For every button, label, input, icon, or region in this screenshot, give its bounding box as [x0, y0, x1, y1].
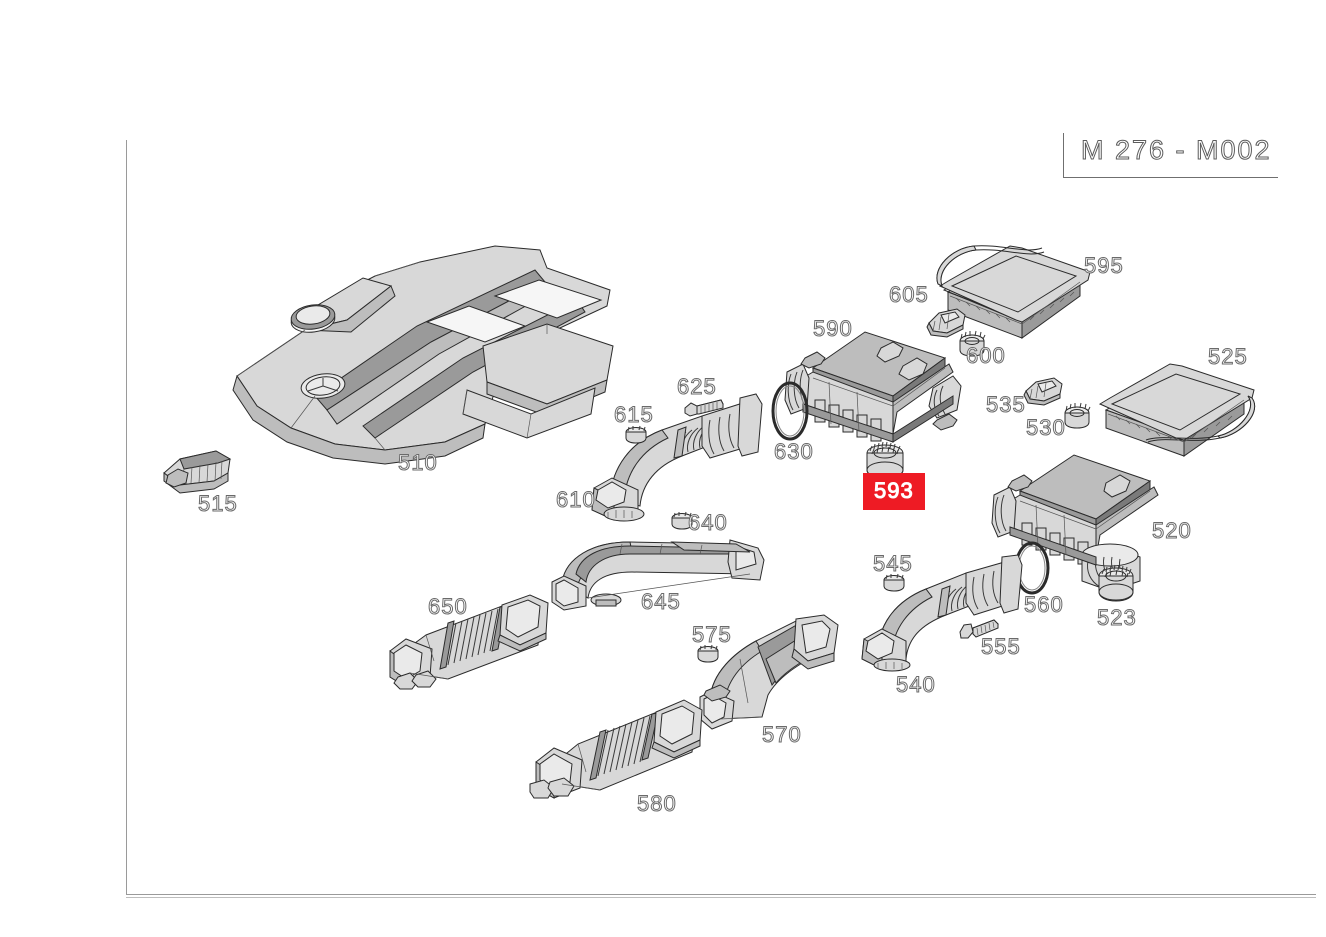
part-cover-bracket-515: [158, 443, 238, 498]
callout-630: 630: [774, 439, 814, 465]
callout-645: 640: [688, 510, 728, 536]
part-grommet-645: [668, 510, 696, 532]
part-grommet-615: [622, 424, 650, 446]
callout-580: 580: [637, 791, 677, 817]
callout-545: 545: [873, 551, 913, 577]
part-air-cleaner-housing-590: [784, 322, 965, 462]
mercedes-star-icon: [307, 378, 339, 392]
sheet-border-bottom-secondary: [126, 897, 1316, 898]
part-clip-535: [1022, 375, 1066, 407]
part-air-filter-element-595: [930, 240, 1100, 350]
callout-615: 615: [614, 402, 654, 428]
callout-600: 600: [966, 343, 1006, 369]
callout-520: 520: [1152, 518, 1192, 544]
part-air-duct-640: [551, 530, 767, 611]
title-block-rule-left: [1063, 133, 1064, 178]
callout-560: 560: [1024, 592, 1064, 618]
callout-590: 590: [813, 316, 853, 342]
callout-640: 645: [641, 589, 681, 615]
title-block: M 276 - M002: [1063, 133, 1278, 178]
callout-530: 530: [1026, 415, 1066, 441]
callout-625: 625: [677, 374, 717, 400]
callout-610: 610: [556, 487, 596, 513]
callout-650: 650: [428, 594, 468, 620]
part-air-filter-element-525: [1092, 360, 1267, 470]
callout-555: 555: [981, 634, 1021, 660]
part-grommet-575: [694, 643, 722, 665]
callout-540: 540: [896, 672, 936, 698]
callout-605: 605: [889, 282, 929, 308]
callout-510: 510: [398, 450, 438, 476]
callout-593-highlighted: 593: [863, 473, 925, 510]
callout-570: 570: [762, 722, 802, 748]
part-air-intake-duct-540: [861, 554, 1023, 675]
part-clamp-530: [1060, 402, 1094, 432]
callout-523: 523: [1097, 605, 1137, 631]
part-resonator-cap-523: [1094, 564, 1138, 607]
part-clip-605: [925, 305, 969, 339]
callout-535: 535: [986, 392, 1026, 418]
part-o-ring-seal-630: [768, 380, 812, 442]
part-air-intake-duct-610: [590, 390, 763, 522]
callout-515: 515: [198, 491, 238, 517]
diagram-title: M 276 - M002: [1081, 135, 1272, 166]
part-engine-cover-510: [195, 238, 615, 488]
part-air-duct-570: [699, 614, 840, 730]
part-flexible-hose-650: [389, 594, 550, 690]
title-block-rule-bottom: [1063, 177, 1278, 178]
part-clamp-600: [955, 330, 989, 360]
callout-595: 595: [1084, 253, 1124, 279]
part-bolt-555: [958, 618, 1000, 642]
callout-525: 525: [1208, 344, 1248, 370]
part-grommet-545: [880, 572, 908, 594]
sheet-border-left: [126, 140, 127, 895]
part-bolt-625: [683, 398, 725, 420]
part-air-cleaner-housing-520: [990, 445, 1170, 592]
part-flexible-hose-580: [529, 699, 705, 800]
sheet-border-bottom: [126, 894, 1316, 895]
callout-575: 575: [692, 622, 732, 648]
